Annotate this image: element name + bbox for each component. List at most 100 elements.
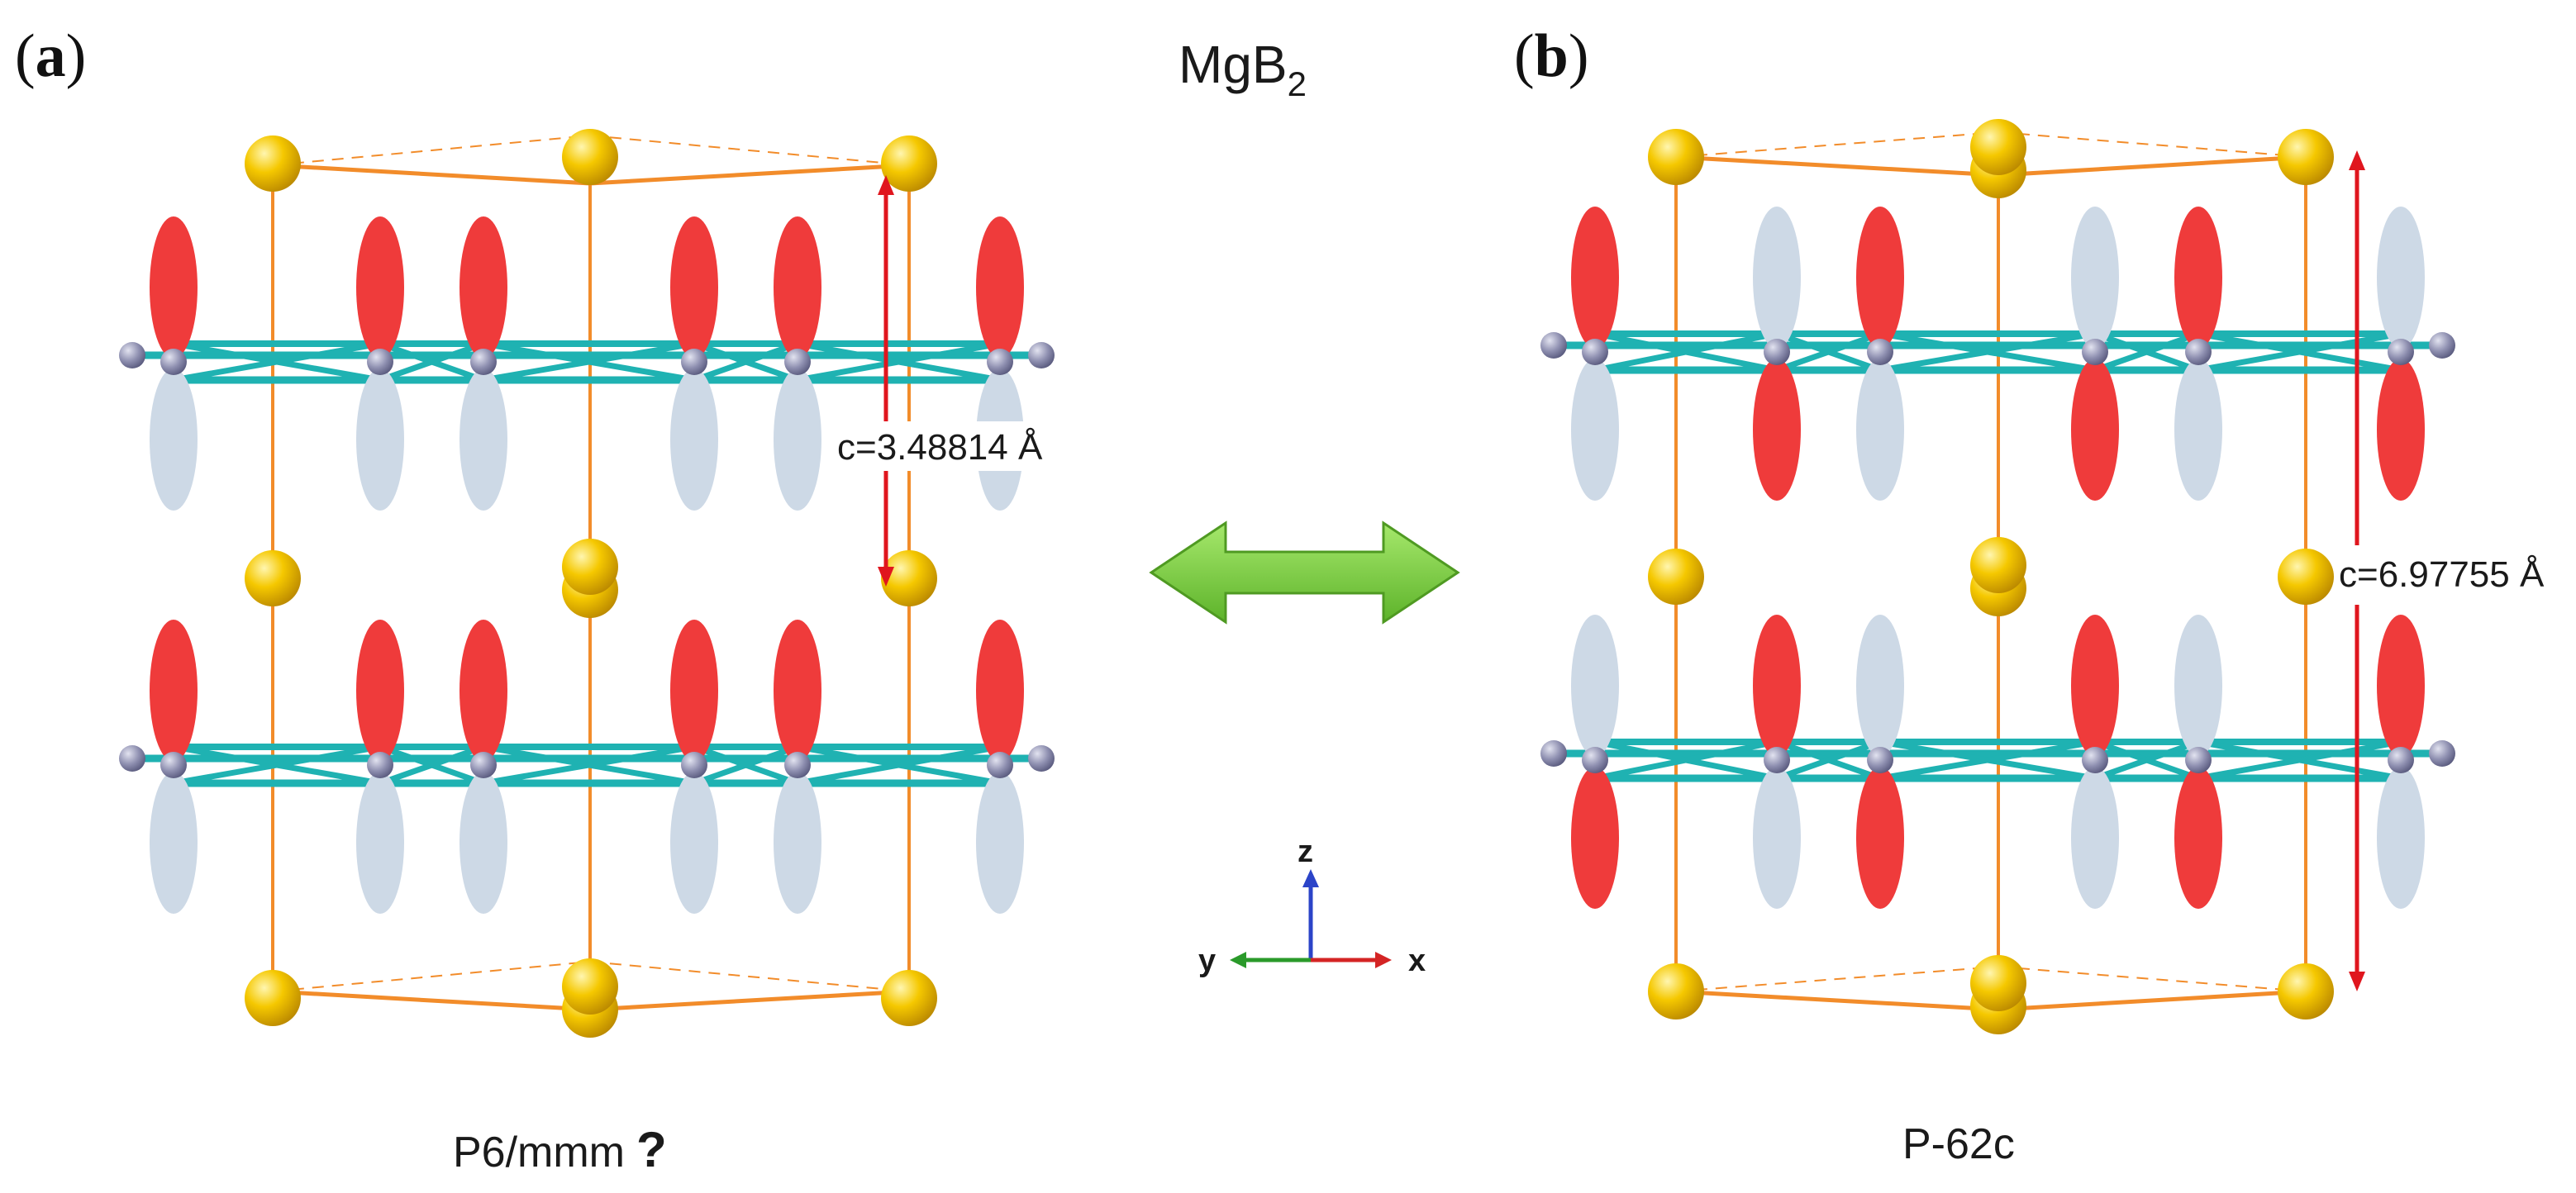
pz-orbital-upper xyxy=(1856,615,1904,757)
boron-atom xyxy=(681,752,707,778)
boron-atom xyxy=(987,752,1013,778)
pz-orbital-upper xyxy=(976,216,1024,359)
boron-atom xyxy=(160,752,187,778)
cell-edge xyxy=(1675,154,1999,178)
magnesium-atom xyxy=(881,970,937,1026)
c-label-b-bg xyxy=(2334,549,2574,598)
boron-atom xyxy=(1582,747,1608,773)
boron-layer xyxy=(1540,615,2455,909)
pz-orbital-lower xyxy=(356,368,404,511)
magnesium-atom xyxy=(881,135,937,192)
boron-atom xyxy=(1540,740,1567,767)
pz-orbital-lower xyxy=(774,772,821,914)
double-headed-arrow-icon xyxy=(1149,520,1460,625)
magnesium-atom xyxy=(2278,963,2334,1020)
cell-edge-back xyxy=(1675,131,1999,158)
axis-label-x: x xyxy=(1408,943,1426,978)
b-b-bond xyxy=(173,340,381,383)
pz-orbital-lower xyxy=(459,772,507,914)
coordinate-axes-icon xyxy=(1230,869,1392,968)
pz-orbital-upper xyxy=(459,216,507,359)
b-b-bond xyxy=(1594,330,1778,373)
boron-atom xyxy=(1582,339,1608,365)
boron-atom xyxy=(784,752,811,778)
boron-atom xyxy=(470,752,497,778)
cell-edge-back xyxy=(589,961,910,992)
b-b-bond xyxy=(2093,739,2200,782)
boron-atom xyxy=(2429,740,2455,767)
magnesium-atom xyxy=(245,550,301,606)
b-b-bond xyxy=(2197,330,2402,373)
cell-edge xyxy=(272,163,591,186)
boron-atom xyxy=(1867,339,1893,365)
pz-orbital-lower xyxy=(356,772,404,914)
pz-orbital-lower xyxy=(976,772,1024,914)
pz-orbital-lower xyxy=(1753,359,1801,501)
magnesium-atom xyxy=(1970,119,2026,175)
c-parameter-label-b: c=6.97755 Å xyxy=(2339,554,2545,595)
magnesium-atom xyxy=(1648,963,1704,1020)
boron-atom xyxy=(2388,339,2414,365)
b-b-bond xyxy=(2197,739,2402,782)
pz-orbital-lower xyxy=(2071,359,2119,501)
pz-orbital-upper xyxy=(1753,207,1801,349)
boron-atom xyxy=(987,349,1013,375)
cell-edge-back xyxy=(1997,966,2307,992)
b-b-bond xyxy=(483,340,695,383)
boron-atom xyxy=(470,349,497,375)
space-group-label-a: P6/mmm? xyxy=(453,1122,667,1177)
pz-orbital-upper xyxy=(670,216,718,359)
pz-orbital-upper xyxy=(1571,615,1619,757)
cell-edge xyxy=(272,989,591,1012)
b-b-bond xyxy=(1879,739,2096,782)
pz-orbital-lower xyxy=(670,772,718,914)
cell-edge-back xyxy=(1997,131,2307,158)
panel-label-b: (b) xyxy=(1514,22,1588,90)
magnesium-atom xyxy=(2278,129,2334,185)
boron-atom xyxy=(2082,339,2108,365)
axis-label-z: z xyxy=(1298,834,1313,869)
pz-orbital-lower xyxy=(150,772,198,914)
b-b-bond xyxy=(693,744,799,787)
panel-a-structure xyxy=(119,129,1055,1038)
pz-orbital-upper xyxy=(2174,615,2222,757)
pz-orbital-lower xyxy=(459,368,507,511)
magnesium-atom xyxy=(1648,129,1704,185)
pz-orbital-upper xyxy=(150,216,198,359)
b-b-bond xyxy=(379,340,485,383)
b-b-bond xyxy=(797,744,1001,787)
boron-atom xyxy=(2082,747,2108,773)
b-b-bond xyxy=(1775,739,1882,782)
panel-label-a: (a) xyxy=(15,22,86,90)
magnesium-atom xyxy=(1970,955,2026,1011)
axis-label-y: y xyxy=(1198,943,1216,978)
boron-atom xyxy=(1867,747,1893,773)
boron-atom xyxy=(160,349,187,375)
cell-edge xyxy=(1997,989,2307,1012)
pz-orbital-lower xyxy=(1856,359,1904,501)
pz-orbital-upper xyxy=(2174,207,2222,349)
pz-orbital-upper xyxy=(356,216,404,359)
boron-atom xyxy=(119,342,145,368)
pz-orbital-lower xyxy=(1571,359,1619,501)
boron-atom xyxy=(119,745,145,772)
pz-orbital-upper xyxy=(2071,615,2119,757)
magnesium-atom xyxy=(562,129,618,185)
panel-b-structure xyxy=(1540,119,2455,1034)
boron-atom xyxy=(784,349,811,375)
boron-atom xyxy=(1764,339,1790,365)
cell-edge-back xyxy=(589,135,910,166)
pz-orbital-lower xyxy=(670,368,718,511)
pz-orbital-upper xyxy=(1856,207,1904,349)
pz-orbital-upper xyxy=(774,216,821,359)
boron-atom xyxy=(2429,332,2455,359)
pz-orbital-lower xyxy=(1856,767,1904,909)
space-group-label-b: P-62c xyxy=(1902,1120,2015,1168)
magnesium-atom xyxy=(881,550,937,606)
boron-layer xyxy=(119,216,1055,511)
b-b-bond xyxy=(1594,739,1778,782)
pz-orbital-upper xyxy=(356,620,404,762)
pz-orbital-lower xyxy=(2071,767,2119,909)
pz-orbital-lower xyxy=(2377,359,2425,501)
pz-orbital-upper xyxy=(150,620,198,762)
